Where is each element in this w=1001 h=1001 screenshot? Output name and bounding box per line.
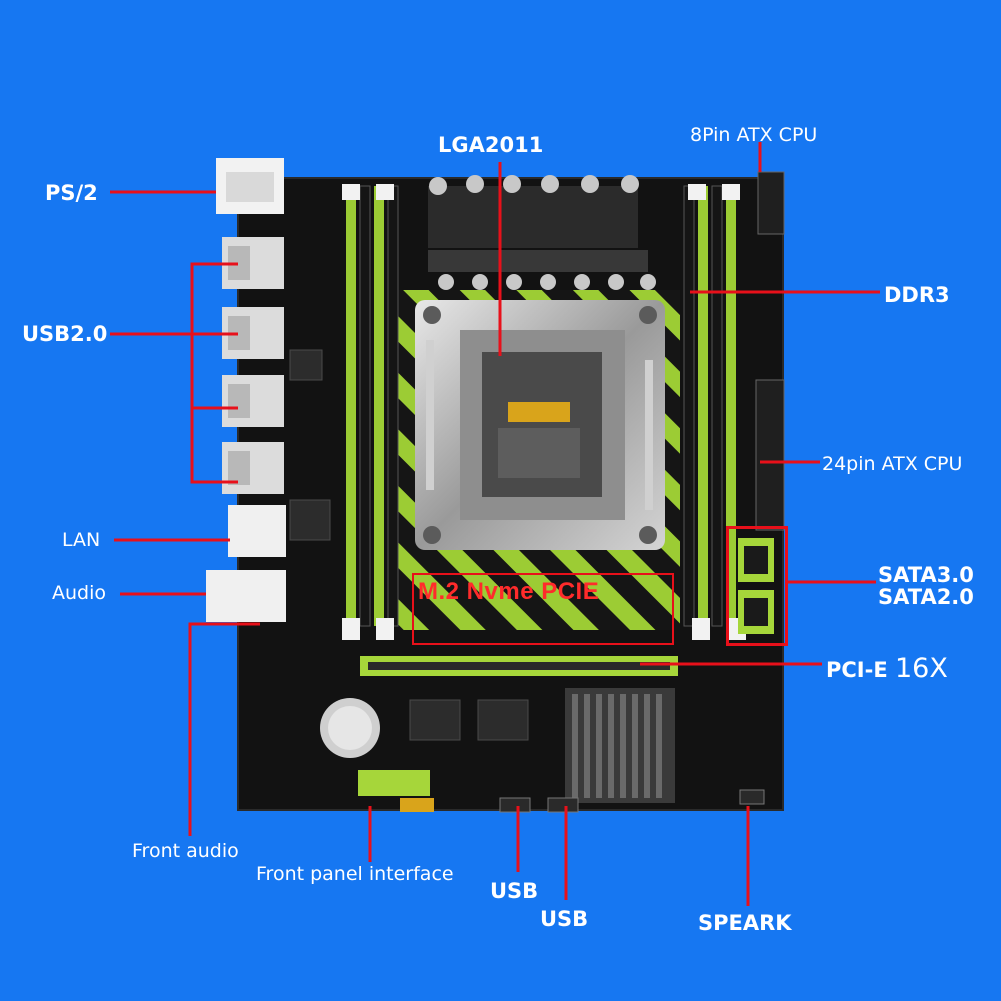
usb20-label: USB2.0: [22, 322, 108, 346]
pcie-prefix: PCI-E: [826, 658, 888, 682]
ddr3-label: DDR3: [884, 283, 950, 307]
ddr3-slots: [342, 184, 746, 640]
atx8pin-label: 8Pin ATX CPU: [690, 124, 818, 146]
board-chips: [289, 349, 529, 741]
rear-io-panel: [206, 158, 286, 622]
usb-port-stack-3: [222, 375, 284, 427]
callout-lines: [110, 142, 880, 906]
pcie-label: PCI-E 16X: [826, 653, 948, 684]
lan-port: [228, 505, 286, 557]
usb-port-stack-1: [222, 237, 284, 289]
front-panel-label: Front panel interface: [256, 863, 454, 885]
speark-label: SPEARK: [698, 911, 792, 935]
sata2-label: SATA2.0: [878, 585, 974, 609]
atx-24pin-connector: [755, 379, 785, 531]
m2-callout-box: [412, 573, 674, 645]
front-headers: [358, 770, 765, 813]
audio-port: [206, 570, 286, 622]
atx24pin-label: 24pin ATX CPU: [822, 453, 963, 475]
vrm-area: [428, 175, 656, 290]
sata-ports: [738, 538, 774, 634]
cpu-socket-icon: [415, 300, 665, 550]
pcie-suffix: 16X: [895, 653, 948, 684]
m2-nvme-label: M.2 Nvme PCIE: [418, 578, 600, 605]
atx-8pin-connector: [757, 171, 785, 235]
lga2011-label: LGA2011: [438, 133, 544, 157]
usb-port-stack-4: [222, 442, 284, 494]
audio-label: Audio: [52, 582, 107, 604]
sata-callout-box: [726, 526, 788, 646]
pcie-x16-slot: [360, 656, 678, 676]
sata3-label: SATA3.0: [878, 563, 974, 587]
coin-battery-icon: [320, 698, 380, 758]
front-audio-label: Front audio: [132, 840, 239, 862]
lan-label: LAN: [62, 529, 101, 551]
atx-connectors: [755, 171, 785, 531]
usb-label-1: USB: [490, 879, 539, 903]
ps2-label: PS/2: [45, 181, 98, 205]
usb-label-2: USB: [540, 907, 589, 931]
heatsink-icon: [565, 688, 675, 803]
